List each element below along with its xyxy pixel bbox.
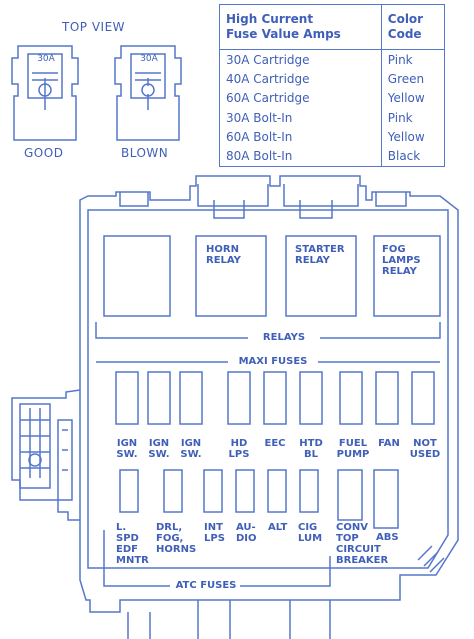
blown-label: BLOWN	[121, 146, 169, 160]
legend-color: Yellow	[380, 127, 445, 147]
fuse-box-outline	[79, 175, 459, 613]
relays-group-label: RELAYS	[262, 332, 306, 343]
blown-fuse-drawing	[114, 45, 182, 141]
atc-fuse-label: DRL, FOG, HORNS	[156, 522, 197, 555]
legend-fuse: 60A Bolt-In	[226, 129, 293, 144]
atc-fuse-label: ABS	[376, 532, 399, 543]
legend-fuse: 30A Bolt-In	[226, 110, 293, 125]
good-fuse-rating: 30A	[37, 54, 55, 64]
legend-color: Yellow	[380, 88, 445, 108]
atc-fuse-label: AU- DIO	[236, 522, 257, 544]
legend-header-color: Color Code	[380, 4, 445, 50]
fuse-color-legend: High Current Fuse Value Amps Color Code …	[219, 4, 445, 167]
legend-fuse: 60A Cartridge	[226, 91, 310, 106]
legend-color: Green	[380, 69, 445, 89]
atc-fuse-label: L. SPD EDF MNTR	[116, 522, 149, 566]
atc-fuse-label: ALT	[268, 522, 288, 533]
atc-fuse-label: CIG LUM	[298, 522, 323, 544]
atc-fuse-label: INT LPS	[204, 522, 225, 544]
maxi-fuse-label: IGN SW.	[148, 438, 170, 460]
maxi-fuse-label: HTD BL	[299, 438, 323, 460]
fog-lamps-relay-label: FOG LAMPS RELAY	[382, 244, 421, 277]
maxi-fuse-label: HD LPS	[228, 438, 250, 460]
atc-fuse-slots	[119, 469, 399, 529]
legend-row: 80A Bolt-In Black	[220, 146, 445, 167]
legend-fuse: 80A Bolt-In	[226, 149, 293, 164]
maxi-fuses-group-label: MAXI FUSES	[238, 356, 308, 367]
maxi-fuse-label: IGN SW.	[180, 438, 202, 460]
legend-fuse: 30A Cartridge	[226, 52, 310, 67]
blown-fuse-rating: 30A	[140, 54, 158, 64]
atc-fuses-group-label: ATC FUSES	[175, 580, 237, 591]
good-fuse-drawing	[11, 45, 79, 141]
legend-fuse: 40A Cartridge	[226, 72, 310, 86]
maxi-fuse-slots	[115, 371, 435, 425]
legend-color: Pink	[380, 49, 445, 70]
maxi-fuse-label: IGN SW.	[116, 438, 138, 460]
maxi-fuse-label: FAN	[378, 438, 400, 449]
legend-row: 30A Cartridge Pink	[220, 49, 445, 70]
good-label: GOOD	[24, 146, 64, 160]
maxi-fuse-label: FUEL PUMP	[336, 438, 370, 460]
legend-row: 60A Cartridge Yellow	[220, 88, 445, 108]
maxi-fuse-label: EEC	[264, 438, 286, 449]
starter-relay-label: STARTER RELAY	[295, 244, 345, 266]
atc-fuse-label: CONV TOP CIRCUIT BREAKER	[336, 522, 389, 566]
maxi-fuse-label: NOT USED	[409, 438, 441, 460]
legend-header-fuse: High Current Fuse Value Amps	[219, 4, 382, 50]
legend-row: 60A Bolt-In Yellow	[220, 127, 445, 147]
legend-color: Black	[380, 146, 445, 167]
horn-relay-label: HORN RELAY	[206, 244, 241, 266]
legend-color: Pink	[380, 107, 445, 128]
top-view-title: TOP VIEW	[62, 20, 126, 34]
legend-row: 40A Cartridge Green	[220, 69, 445, 89]
legend-row: 30A Bolt-In Pink	[220, 107, 445, 128]
